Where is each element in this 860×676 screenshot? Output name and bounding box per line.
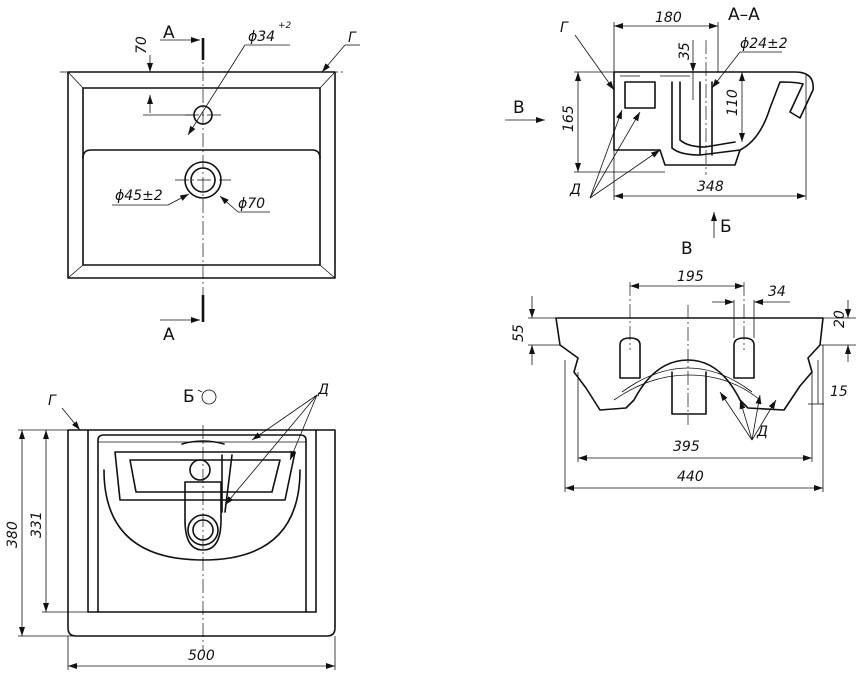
arrow-v-label: В bbox=[513, 98, 525, 118]
dim-380: 380 bbox=[5, 521, 21, 548]
dim-180: 180 bbox=[655, 10, 682, 26]
top-view: А А 70 ϕ34 +2 ϕ45±2 ϕ70 Г bbox=[60, 21, 360, 345]
dim-195: 195 bbox=[677, 269, 704, 285]
dim-500: 500 bbox=[188, 648, 215, 664]
section-aa-view: А–А 180 35 ϕ24±2 110 165 348 bbox=[505, 5, 814, 238]
dim-331: 331 bbox=[29, 511, 45, 538]
dim-d70: ϕ70 bbox=[238, 196, 265, 212]
label-g-top: Г bbox=[348, 30, 357, 46]
front-view-v: В 195 34 55 20 15 bbox=[511, 239, 856, 492]
dim-165: 165 bbox=[561, 105, 577, 132]
label-d-bottom: Д bbox=[317, 382, 329, 398]
view-b-title: Б bbox=[183, 387, 195, 407]
label-d-section: Д bbox=[569, 182, 581, 198]
dim-55: 55 bbox=[511, 324, 527, 342]
dim-348: 348 bbox=[697, 179, 724, 195]
cut-label-bottom: А bbox=[163, 325, 175, 345]
label-d-front: Д bbox=[756, 424, 768, 440]
dim-d34: ϕ34 bbox=[248, 29, 275, 45]
label-g-bottom: Г bbox=[48, 393, 57, 409]
label-g-section: Г bbox=[560, 20, 569, 36]
dim-20: 20 bbox=[832, 310, 848, 328]
dim-440: 440 bbox=[677, 469, 704, 485]
section-aa-title: А–А bbox=[728, 5, 760, 25]
dim-34: 34 bbox=[768, 284, 786, 300]
arrow-b-label: Б bbox=[720, 217, 732, 237]
dim-d45: ϕ45±2 bbox=[115, 188, 163, 204]
dim-70: 70 bbox=[134, 36, 150, 54]
dim-35: 35 bbox=[677, 42, 693, 60]
dim-15: 15 bbox=[830, 384, 848, 400]
dim-110: 110 bbox=[725, 89, 741, 116]
bottom-view-b: Б Г Д 380 331 5 bbox=[5, 382, 336, 670]
view-v-title: В bbox=[681, 239, 693, 259]
dim-d24: ϕ24±2 bbox=[740, 36, 788, 52]
cut-label-top: А bbox=[163, 23, 175, 43]
dim-395: 395 bbox=[673, 439, 700, 455]
dim-d34-tol: +2 bbox=[278, 21, 292, 31]
